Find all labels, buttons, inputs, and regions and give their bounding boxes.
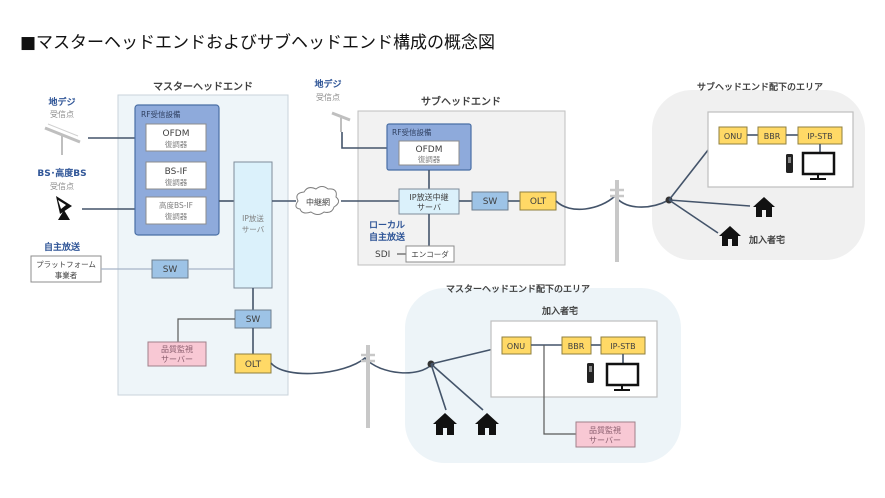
remote-control-icon	[587, 363, 594, 383]
quality-monitor-area	[575, 421, 636, 448]
house-icon	[719, 226, 741, 246]
quality-monitor-area-line2: サーバー	[589, 436, 621, 445]
quality-monitor-master-line1: 品質監視	[161, 344, 193, 354]
relay-network-label: 中継網	[306, 197, 330, 207]
split-to-house1-wire	[668, 199, 751, 207]
encoder-box	[405, 245, 455, 263]
olt-sub-label: OLT	[530, 197, 547, 207]
quality-monitor-area-line1: 品質監視	[589, 425, 621, 435]
sub-headend-label: サブヘッドエンド	[421, 95, 501, 108]
bs-input-sublabel: 受信点	[50, 181, 74, 191]
master-subscriber-label: 加入者宅	[541, 305, 578, 317]
ip-broadcast-server-line2: サーバ	[242, 225, 265, 234]
ip-relay-server	[398, 188, 460, 215]
split-to-onu-master-wire	[430, 346, 503, 365]
bs-if-demod	[145, 161, 207, 190]
tv-icon	[605, 362, 640, 391]
onu-sub-label: ONU	[724, 132, 742, 141]
utility-pole-icon	[361, 345, 375, 428]
ip-stb-sub-label: IP-STB	[807, 132, 832, 141]
antenna-icon	[331, 111, 351, 132]
sdi-label: SDI	[375, 250, 390, 260]
ofdm-demod-master	[145, 123, 207, 152]
local-broadcast-line2: 自主放送	[369, 231, 406, 243]
sub-premises-box	[707, 111, 854, 188]
ofdm-demod-master-line2: 復調器	[165, 139, 188, 149]
encoder-label: エンコーダ	[411, 249, 449, 259]
split-to-house3-wire	[430, 363, 447, 411]
adv-bs-if-demod-line2: 復調器	[165, 211, 188, 221]
independent-broadcast-label: 自主放送	[44, 241, 81, 253]
master-area-label: マスターヘッドエンド配下のエリア	[446, 283, 590, 295]
remote-control-icon	[786, 154, 793, 173]
rf-group-sub-label: RF受信設備	[392, 127, 432, 137]
utility-pole-icon	[610, 180, 624, 262]
ip-broadcast-server-line1: IP放送	[242, 213, 264, 223]
ip-relay-server-line1: IP放送中継	[409, 192, 448, 202]
bbr-master-label: BBR	[568, 342, 585, 351]
satellite-dish-icon	[56, 196, 72, 220]
rf-group-master-label: RF受信設備	[141, 109, 181, 119]
adv-bs-if-demod	[145, 196, 207, 225]
split-to-house4-wire	[430, 363, 484, 411]
olt-master-label: OLT	[245, 360, 262, 370]
split-to-house2-wire	[668, 199, 719, 234]
tv-icon	[801, 151, 836, 180]
terrestrial-input-sublabel: 受信点	[50, 109, 74, 119]
terrestrial-input-label: 地デジ	[48, 96, 75, 108]
ip-stb-master-label: IP-STB	[610, 342, 635, 351]
sub-terrestrial-label: 地デジ	[314, 78, 341, 90]
platform-operator-box	[30, 255, 102, 283]
sw-lower-master-label: SW	[246, 315, 261, 325]
antenna-icon	[44, 123, 81, 155]
ip-relay-server-line2: サーバ	[417, 203, 441, 212]
sub-area-label: サブヘッドエンド配下のエリア	[697, 81, 823, 93]
master-fiber-cable	[270, 356, 433, 375]
page-title: ■マスターヘッドエンドおよびサブヘッドエンド構成の概念図	[20, 33, 496, 53]
quality-monitor-master	[147, 341, 207, 367]
master-headend-label: マスターヘッドエンド	[153, 81, 253, 93]
platform-operator-line1: プラットフォーム	[36, 260, 96, 269]
house-icon	[475, 413, 499, 435]
sub-terrestrial-sublabel: 受信点	[316, 92, 340, 102]
sub-subscriber-label: 加入者宅	[748, 234, 785, 246]
ofdm-demod-master-line1: OFDM	[163, 129, 190, 139]
house-icon	[433, 413, 457, 435]
bs-if-demod-line1: BS-IF	[165, 167, 188, 177]
cloud-icon	[295, 186, 340, 215]
sub-antenna-wire	[341, 132, 387, 149]
sw-sub-label: SW	[483, 197, 498, 207]
bs-if-demod-line2: 復調器	[165, 177, 188, 187]
quality-monitor-master-line2: サーバー	[161, 355, 193, 364]
adv-bs-if-demod-line1: 高度BS-IF	[159, 200, 193, 210]
ofdm-demod-sub-line2: 復調器	[418, 154, 441, 164]
bs-input-label: BS･高度BS	[37, 167, 86, 179]
local-broadcast-line1: ローカル	[369, 220, 405, 231]
ofdm-demod-sub-line1: OFDM	[416, 145, 443, 155]
house-icon	[753, 197, 775, 217]
bbr-sub-label: BBR	[764, 132, 781, 141]
sw-to-monitor-wire	[177, 318, 235, 342]
platform-operator-line2: 事業者	[55, 270, 78, 280]
onu-to-monitor-wire	[543, 345, 576, 435]
sw-upper-master-label: SW	[163, 265, 178, 275]
ofdm-demod-sub	[398, 140, 460, 166]
onu-master-label: ONU	[507, 342, 525, 351]
